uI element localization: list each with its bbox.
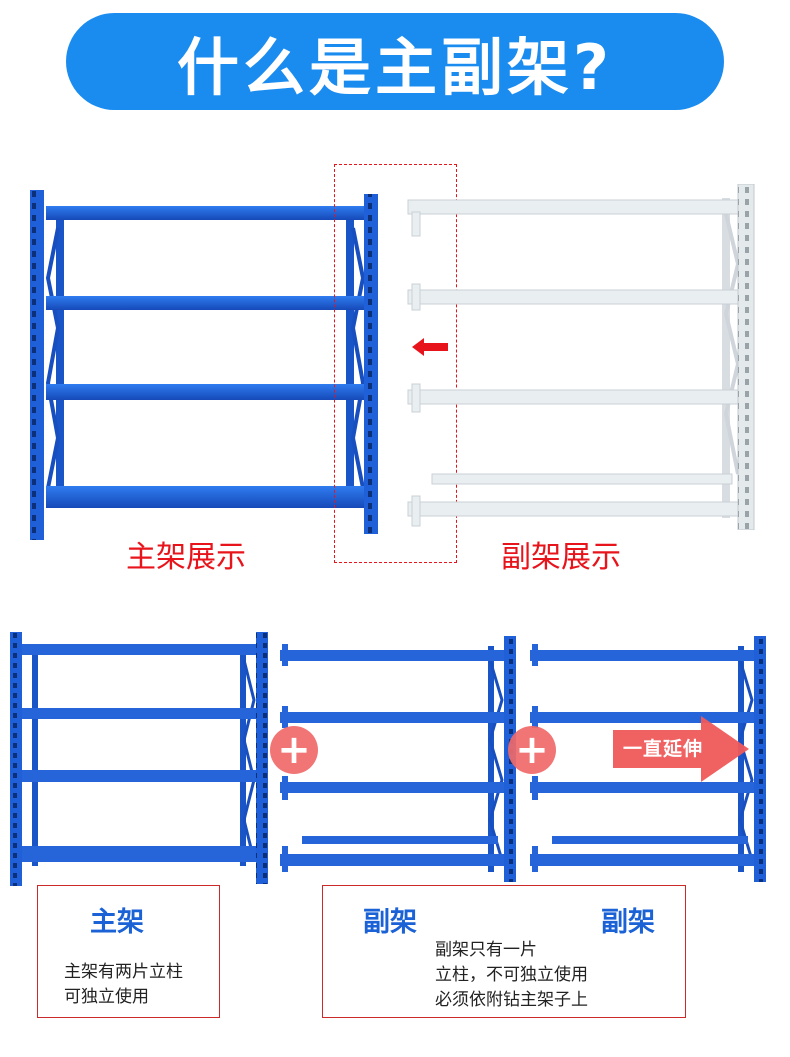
bottom-main-rack-image (10, 632, 268, 886)
plus-icon: + (508, 726, 556, 774)
main-rack-heading: 主架 (90, 907, 144, 938)
plus-icon: + (270, 726, 318, 774)
extend-arrow: 一直延伸 (613, 716, 749, 782)
bottom-sub-rack-image-1 (280, 636, 516, 882)
sub-rack-image (407, 184, 755, 530)
sub-rack-heading-right: 副架 (601, 907, 655, 938)
extend-arrow-text: 一直延伸 (623, 738, 704, 760)
main-rack-info-box: 主架 主架有两片立柱 可独立使用 (37, 885, 220, 1018)
sub-rack-note-line: 必须依附钻主架子上 (435, 990, 588, 1010)
arrow-right-icon (613, 716, 749, 782)
main-rack-caption: 主架展示 (126, 540, 246, 575)
main-rack-note: 主架有两片立柱 可独立使用 (64, 960, 183, 1010)
sub-rack-caption: 副架展示 (501, 540, 621, 575)
page-title: 什么是主副架? (66, 13, 724, 110)
sub-rack-note-line: 立柱，不可独立使用 (435, 965, 588, 985)
sub-rack-note-line: 副架只有一片 (435, 940, 537, 960)
shared-post-highlight (334, 164, 457, 563)
arrow-left-icon (412, 338, 448, 356)
sub-rack-note: 副架只有一片 立柱，不可独立使用 必须依附钻主架子上 (435, 938, 588, 1013)
sub-rack-heading-left: 副架 (363, 907, 417, 938)
main-rack-note-line: 可独立使用 (64, 987, 149, 1007)
sub-rack-info-box: 副架 副架 副架只有一片 立柱，不可独立使用 必须依附钻主架子上 (322, 885, 686, 1018)
main-rack-note-line: 主架有两片立柱 (64, 962, 183, 982)
bottom-sub-rack-image-2 (530, 636, 766, 882)
main-rack-image (30, 190, 378, 540)
